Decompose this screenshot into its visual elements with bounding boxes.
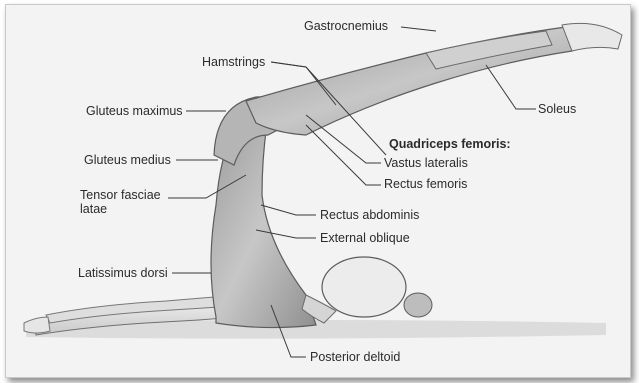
label-gluteus-maximus: Gluteus maximus xyxy=(86,104,183,118)
head xyxy=(322,257,406,317)
hand-left xyxy=(24,317,50,333)
label-latissimus-dorsi: Latissimus dorsi xyxy=(78,266,168,280)
label-hamstrings: Hamstrings xyxy=(202,55,265,69)
label-rectus-abdominis: Rectus abdominis xyxy=(320,208,419,222)
label-gluteus-medius: Gluteus medius xyxy=(84,153,171,167)
label-quadriceps-femoris: Quadriceps femoris: xyxy=(389,137,511,151)
label-tensor-fasciae-latae: Tensor fasciae latae xyxy=(80,188,161,216)
label-posterior-deltoid: Posterior deltoid xyxy=(310,350,400,364)
label-external-oblique: External oblique xyxy=(320,231,410,245)
hair-bun xyxy=(404,293,432,317)
foot xyxy=(562,23,622,51)
label-soleus: Soleus xyxy=(538,102,576,116)
anatomy-illustration-frame: Gastrocnemius Hamstrings Soleus Gluteus … xyxy=(5,4,631,378)
label-vastus-lateralis: Vastus lateralis xyxy=(384,156,468,170)
label-rectus-femoris: Rectus femoris xyxy=(384,177,467,191)
label-gastrocnemius: Gastrocnemius xyxy=(304,19,388,33)
